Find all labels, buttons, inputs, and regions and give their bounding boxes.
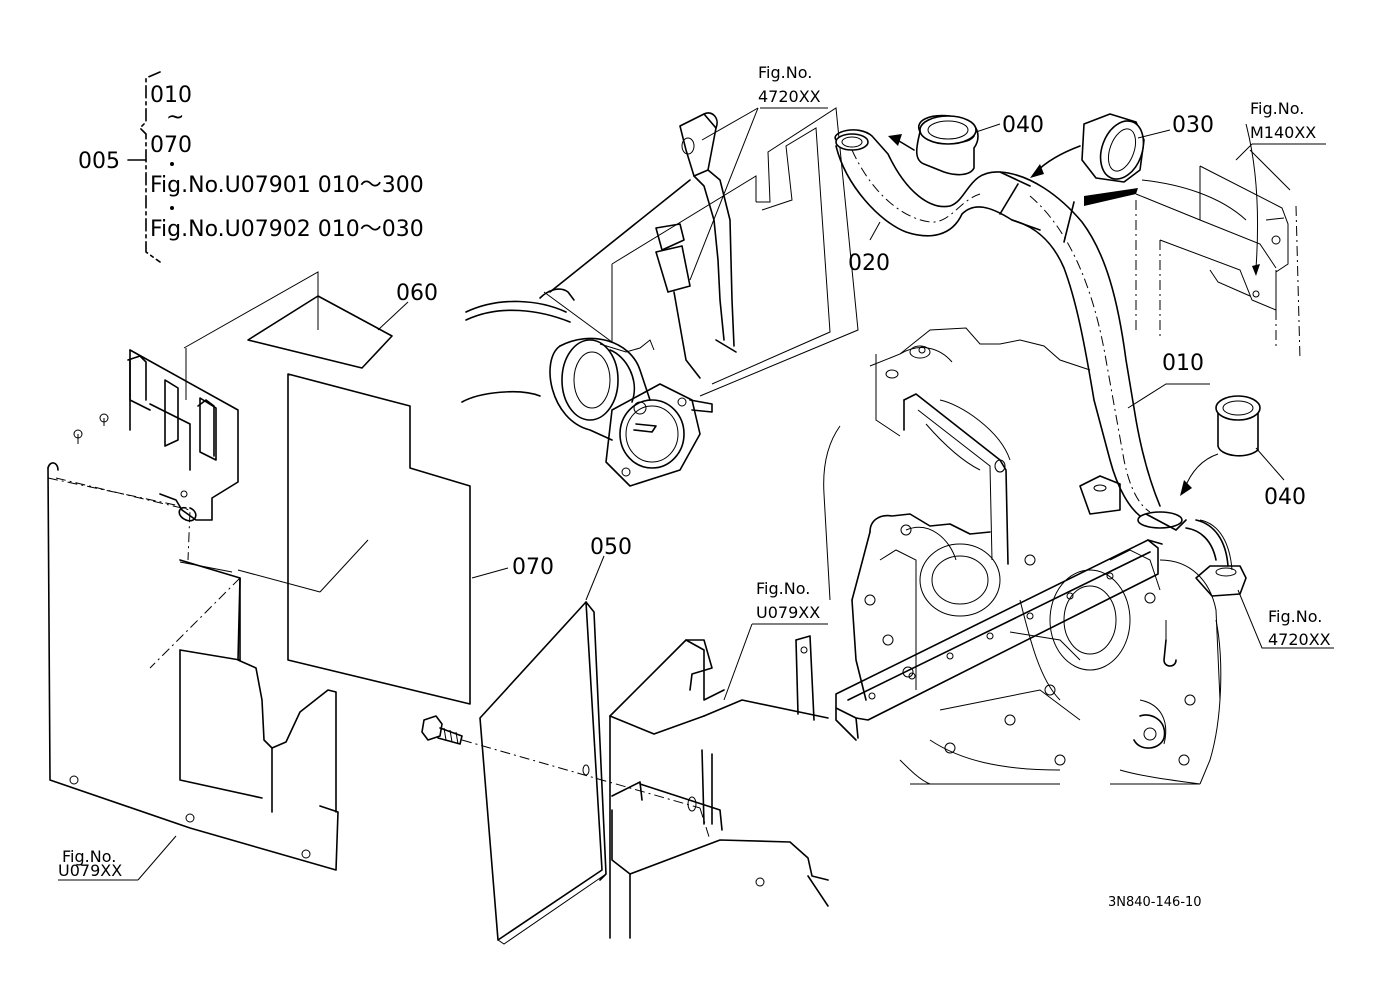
part-070-label[interactable]: 070 [512, 555, 554, 580]
part-010-hose: 010 [999, 171, 1210, 531]
range-tilde: ~ [166, 105, 184, 130]
range-start-label: 010 [150, 83, 192, 108]
assembly-legend: 005 010 ~ 070 Fig.No.U07901 010～300 Fig.… [78, 71, 424, 263]
fig-ref-center-line1[interactable]: Fig.No. [756, 579, 810, 598]
legend-bullet [170, 162, 174, 166]
legend-bullet [170, 206, 174, 210]
fig-ref-bottom-left: Fig.No. U079XX [58, 835, 177, 881]
range-end-label: 070 [150, 133, 192, 158]
legend-ref-line-1[interactable]: Fig.No.U07901 010～300 [150, 173, 424, 198]
fig-ref-bottom-left-line1[interactable]: Fig.No. [62, 847, 116, 866]
part-040-right-label[interactable]: 040 [1264, 485, 1306, 510]
fig-ref-right-line1[interactable]: Fig.No. [1268, 607, 1322, 626]
part-010-label[interactable]: 010 [1162, 351, 1204, 376]
part-030-sleeve: 030 [1030, 113, 1214, 206]
bolt [421, 715, 463, 745]
left-cover-panel [47, 349, 339, 871]
part-050-plate: 050 [421, 535, 701, 945]
part-060-insulator: 060 [183, 271, 438, 400]
part-050-label[interactable]: 050 [590, 535, 632, 560]
fig-ref-center-line2[interactable]: U079XX [756, 603, 820, 622]
part-030-label[interactable]: 030 [1172, 113, 1214, 138]
engine-block: Fig.No. 4720XX [823, 327, 1334, 785]
fig-ref-top-right-line1[interactable]: Fig.No. [1250, 99, 1304, 118]
fig-ref-right-line2[interactable]: 4720XX [1268, 630, 1331, 649]
fig-ref-top-center-line1[interactable]: Fig.No. [758, 63, 812, 82]
bracket-m140xx: Fig.No. M140XX [1135, 99, 1326, 361]
fig-ref-top-center-line2[interactable]: 4720XX [758, 87, 821, 106]
part-040-clamp-right: 040 [1180, 395, 1306, 510]
center-cover-panel: Fig.No. U079XX [609, 579, 829, 939]
assembly-number[interactable]: 005 [78, 149, 120, 174]
fig-ref-bottom-left-line2[interactable]: U079XX [58, 861, 122, 880]
part-070-insulator-sheet: 070 [237, 373, 554, 705]
fig-ref-top-right-line2[interactable]: M140XX [1250, 123, 1316, 142]
part-020-hose: 020 [834, 129, 1041, 276]
part-040-clamp-top: 040 [888, 113, 1044, 176]
part-060-label[interactable]: 060 [396, 281, 438, 306]
turbo-outlet-assembly: Fig.No. 4720XX [461, 63, 859, 487]
part-040-top-label[interactable]: 040 [1002, 113, 1044, 138]
diagram-code: 3N840-146-10 [1108, 895, 1202, 910]
part-020-label[interactable]: 020 [848, 251, 890, 276]
legend-ref-line-2[interactable]: Fig.No.U07902 010～030 [150, 217, 424, 242]
